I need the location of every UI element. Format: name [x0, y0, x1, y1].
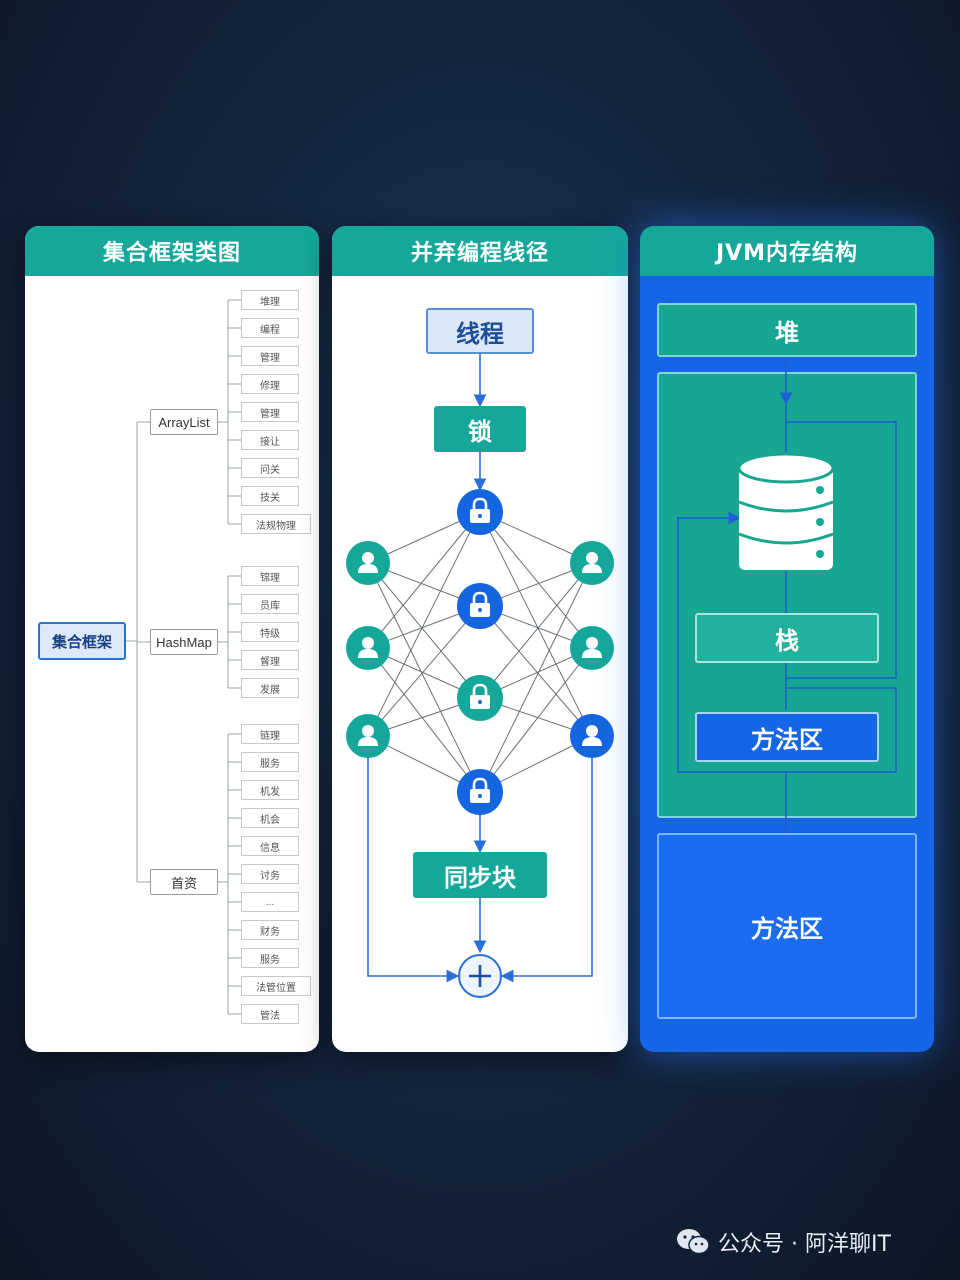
- leaf-node: 财务: [241, 920, 299, 940]
- jvm-panel-title: JVM内存结构: [640, 226, 934, 276]
- concurrency-panel-title: 并弃编程线径: [332, 226, 628, 276]
- mesh-line: [479, 562, 593, 699]
- lock-icon: [457, 769, 503, 815]
- leaf-node: 接让: [241, 430, 299, 450]
- lock-icon: [457, 583, 503, 629]
- sync-block-node: 同步块: [413, 852, 547, 898]
- leaf-node: 员库: [241, 594, 299, 614]
- leaf-node: 技关: [241, 486, 299, 506]
- heap-block: 堆: [657, 303, 917, 357]
- branch-hashmap: HashMap: [150, 629, 218, 655]
- user-icon: [570, 626, 614, 670]
- leaf-node: 链理: [241, 724, 299, 744]
- lock-nodes: [457, 489, 503, 815]
- collection-framework-panel: 集合框架类图 集合框架 ArrayList HashMap 首资 堆理 编程 管…: [25, 226, 319, 1052]
- leaf-node: 管法: [241, 1004, 299, 1024]
- leaf-node: 管理: [241, 402, 299, 422]
- mesh-line: [367, 647, 481, 793]
- leaf-node: 修理: [241, 374, 299, 394]
- leaf-node: 发展: [241, 678, 299, 698]
- jvm-connectors: [677, 357, 897, 833]
- leaf-node: 讨务: [241, 864, 299, 884]
- branch-arraylist: ArrayList: [150, 409, 218, 435]
- leaf-node: 服务: [241, 948, 299, 968]
- jvm-memory-panel: JVM内存结构 堆 栈 方法区 方法区: [640, 226, 934, 1052]
- lock-icon: [457, 675, 503, 721]
- thread-lock-network: [346, 354, 614, 998]
- mesh-line: [479, 605, 593, 737]
- user-icon: [346, 541, 390, 585]
- user-icon: [570, 541, 614, 585]
- mesh-line: [367, 562, 481, 793]
- mesh-line: [367, 605, 481, 737]
- leaf-node: 服务: [241, 752, 299, 772]
- mesh-line: [479, 562, 593, 793]
- tree-connectors: [126, 299, 241, 1015]
- mesh-line: [367, 511, 481, 737]
- method-area-inner: 方法区: [695, 712, 879, 762]
- leaf-node: 机发: [241, 780, 299, 800]
- mesh-lines: [367, 511, 593, 793]
- leaf-node: 管理: [241, 346, 299, 366]
- leaf-node: 问关: [241, 458, 299, 478]
- leaf-node: 机会: [241, 808, 299, 828]
- user-nodes: [346, 541, 614, 758]
- leaf-node: 锦理: [241, 566, 299, 586]
- user-icon: [570, 714, 614, 758]
- thread-node: 线程: [426, 308, 534, 354]
- user-icon: [346, 714, 390, 758]
- leaf-node: 信息: [241, 836, 299, 856]
- branch-third: 首资: [150, 869, 218, 895]
- leaf-node: 法规物理: [241, 514, 311, 534]
- watermark: 公众号 · 阿洋聊IT: [676, 1226, 891, 1258]
- lock-icon: [457, 489, 503, 535]
- leaf-node: 编程: [241, 318, 299, 338]
- collection-panel-title: 集合框架类图: [25, 226, 319, 276]
- wechat-icon: [676, 1228, 710, 1256]
- leaf-node: 堆理: [241, 290, 299, 310]
- leaf-node: 法管位置: [241, 976, 311, 996]
- leaf-node: 督理: [241, 650, 299, 670]
- method-area-block: 方法区: [657, 833, 917, 1019]
- leaf-node: 特级: [241, 622, 299, 642]
- user-icon: [346, 626, 390, 670]
- mesh-line: [479, 511, 593, 737]
- watermark-text: 公众号 · 阿洋聊IT: [718, 1232, 891, 1257]
- database-icon: [737, 452, 835, 570]
- concurrency-panel: 并弃编程线径: [332, 226, 628, 1052]
- mesh-line: [479, 511, 593, 649]
- lock-node: 锁: [434, 406, 526, 452]
- mesh-line: [367, 511, 481, 649]
- mesh-line: [479, 647, 593, 793]
- plus-icon: [458, 954, 502, 998]
- stack-block: 栈: [695, 613, 879, 663]
- root-node: 集合框架: [38, 622, 126, 660]
- leaf-node: ...: [241, 892, 299, 912]
- mesh-line: [367, 562, 481, 699]
